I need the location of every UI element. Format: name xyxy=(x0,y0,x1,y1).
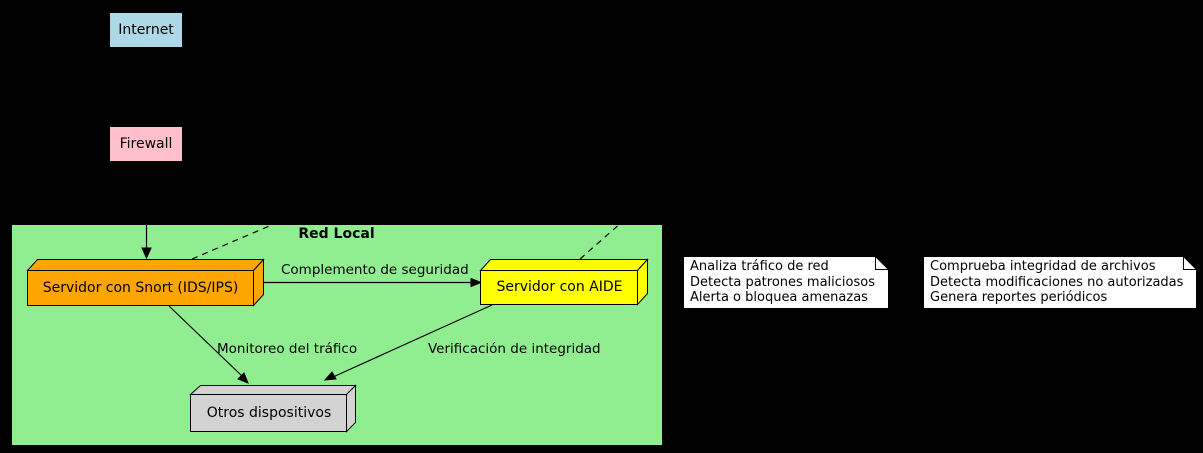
note-line: Genera reportes periódicos xyxy=(930,290,1108,305)
snort-label: Servidor con Snort (IDS/IPS) xyxy=(42,279,239,296)
edge-internet-firewall-arrowhead xyxy=(141,114,152,127)
edge-snort-otros-arrowhead xyxy=(237,372,249,384)
note-connector-aide xyxy=(579,221,623,260)
otros-node-front-face xyxy=(190,394,347,432)
note-line: Comprueba integridad de archivos xyxy=(930,259,1156,274)
edge-label-verificacion: Verificación de integridad xyxy=(428,341,601,357)
aide-node-front-face xyxy=(480,270,638,305)
note-snort-text: Analiza tráfico de red Detecta patrones … xyxy=(690,259,875,306)
edge-aide-otros-arrowhead xyxy=(323,371,337,381)
note-line: Detecta patrones maliciosos xyxy=(690,274,875,290)
otros-node-box3d xyxy=(189,384,357,433)
firewall-node-box xyxy=(109,126,183,162)
edge-snort-aide-arrowhead xyxy=(470,277,483,288)
snort-node-front-face xyxy=(27,270,254,306)
aide-label: Servidor con AIDE xyxy=(496,279,623,295)
edge-label-monitoreo: Monitoreo del tráfico xyxy=(217,341,358,357)
internet-label: Internet xyxy=(118,22,174,38)
note-line: Detecta modificaciones no autorizadas xyxy=(930,274,1184,290)
edge-snort-otros-line xyxy=(168,305,243,377)
edge-label-complemento: Complemento de seguridad xyxy=(281,262,469,278)
cluster-title: Red Local xyxy=(298,226,375,242)
edge-aide-otros-line xyxy=(332,304,493,378)
note-aide-body xyxy=(923,256,1197,309)
note-aide-fold-icon xyxy=(1183,256,1197,270)
snort-node-box3d xyxy=(26,258,265,307)
note-connector-snort xyxy=(191,223,275,260)
aide-node-top-face xyxy=(479,259,649,271)
internet-node-box xyxy=(109,12,183,48)
note-line: Analiza tráfico de red xyxy=(690,259,829,274)
note-snort-fold-icon xyxy=(875,256,889,270)
note-line: Alerta o bloquea amenazas xyxy=(690,290,868,305)
otros-label: Otros dispositivos xyxy=(206,405,332,421)
note-snort-shape xyxy=(683,256,889,309)
note-snort-body xyxy=(683,256,889,309)
note-aide-shape xyxy=(923,256,1197,309)
snort-node-top-face xyxy=(26,259,265,271)
firewall-label: Firewall xyxy=(119,136,173,152)
aide-node-box3d xyxy=(479,258,649,306)
note-aide-text: Comprueba integridad de archivos Detecta… xyxy=(930,259,1183,306)
edge-firewall-snort-arrowhead xyxy=(141,247,152,260)
